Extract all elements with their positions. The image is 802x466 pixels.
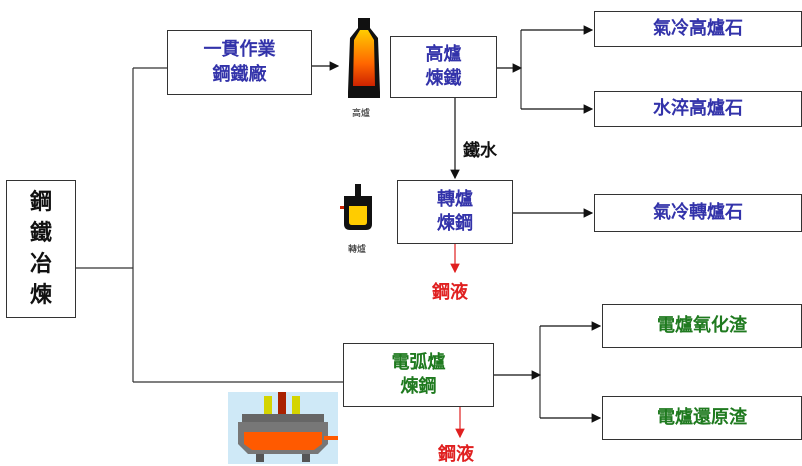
- blast-furnace-line-2: 煉鐵: [425, 68, 462, 89]
- root-steelmaking-box: 鋼 鐵 冶 煉: [6, 180, 76, 318]
- converter-box: 轉爐 煉鋼: [397, 180, 513, 244]
- root-line-3: 冶: [29, 251, 52, 277]
- blast-furnace-box: 高爐 煉鐵: [390, 36, 497, 98]
- water-quenched-bf-slag-box: 水淬高爐石: [594, 91, 802, 127]
- electric-arc-furnace-icon: [228, 392, 338, 464]
- root-line-4: 煉: [29, 281, 52, 308]
- blast-furnace-icon-caption: 高爐: [352, 109, 371, 119]
- converter-line-1: 轉爐: [437, 188, 473, 210]
- converter-icon: [340, 184, 372, 230]
- blast-furnace-line-1: 高爐: [425, 43, 462, 65]
- root-line-2: 鐵: [29, 220, 52, 247]
- integrated-mill-box: 一貫作業 鋼鐵廠: [167, 30, 312, 95]
- eaf-molten-steel-label: 鋼液: [438, 444, 474, 465]
- blast-furnace-icon: [348, 18, 380, 98]
- converter-icon-caption: 轉爐: [348, 245, 367, 255]
- converter-molten-steel-label: 鋼液: [432, 282, 468, 303]
- air-cooled-converter-slag-box: 氣冷轉爐石: [594, 194, 802, 232]
- air-cooled-bf-slag-box: 氣冷高爐石: [594, 11, 802, 47]
- eaf-reducing-slag-box: 電爐還原渣: [602, 396, 802, 440]
- eaf-reducing-slag-label: 電爐還原渣: [657, 406, 747, 428]
- converter-line-2: 煉鋼: [437, 213, 473, 234]
- hot-metal-label: 鐵水: [463, 141, 497, 161]
- eaf-line-1: 電弧爐: [391, 351, 446, 373]
- air-cooled-converter-slag-label: 氣冷轉爐石: [653, 201, 743, 223]
- eaf-oxidizing-slag-box: 電爐氧化渣: [602, 304, 802, 348]
- water-quenched-bf-slag-label: 水淬高爐石: [653, 97, 743, 119]
- eaf-line-2: 煉鋼: [400, 376, 437, 397]
- air-cooled-bf-slag-label: 氣冷高爐石: [653, 17, 743, 39]
- root-line-1: 鋼: [29, 189, 52, 216]
- eaf-oxidizing-slag-label: 電爐氧化渣: [657, 314, 747, 336]
- integrated-mill-line-2: 鋼鐵廠: [212, 63, 267, 85]
- integrated-mill-line-1: 一貫作業: [203, 39, 276, 61]
- eaf-box: 電弧爐 煉鋼: [343, 343, 494, 407]
